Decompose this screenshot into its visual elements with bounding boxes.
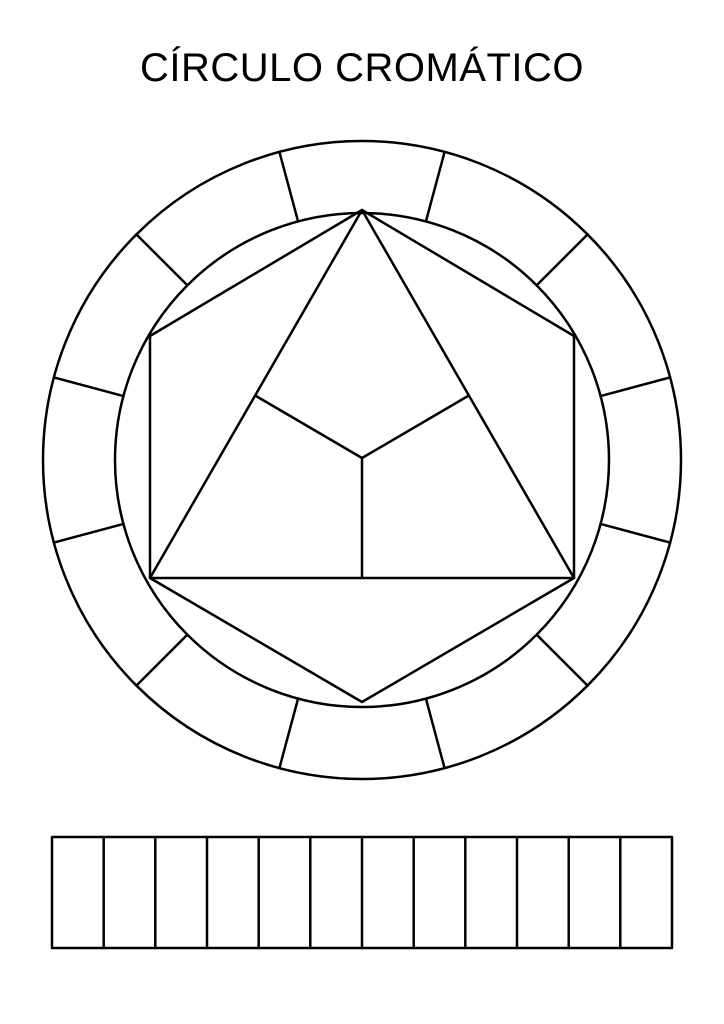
ring-divider: [278, 150, 300, 223]
wheel-outer-circle: [41, 139, 683, 781]
center-divider-left: [254, 394, 364, 460]
center-divider-right: [360, 394, 470, 460]
page-title: CÍRCULO CROMÁTICO: [139, 46, 585, 90]
ring-divider: [52, 522, 125, 544]
ring-divider: [535, 633, 589, 687]
ring-divider: [52, 376, 125, 398]
ring-divider: [135, 233, 189, 287]
ring-divider: [135, 633, 189, 687]
ring-divider: [278, 697, 300, 770]
ring-divider: [599, 522, 672, 544]
ring-divider: [535, 233, 589, 287]
ring-divider: [424, 697, 446, 770]
swatch-strip-dividers: [102, 835, 622, 950]
ring-divider: [599, 376, 672, 398]
ring-segment-dividers: [52, 150, 672, 770]
inner-geometry: [148, 208, 576, 704]
wheel-inner-circle: [113, 211, 611, 709]
hexagon-outline: [148, 208, 576, 704]
ring-divider: [424, 150, 446, 223]
